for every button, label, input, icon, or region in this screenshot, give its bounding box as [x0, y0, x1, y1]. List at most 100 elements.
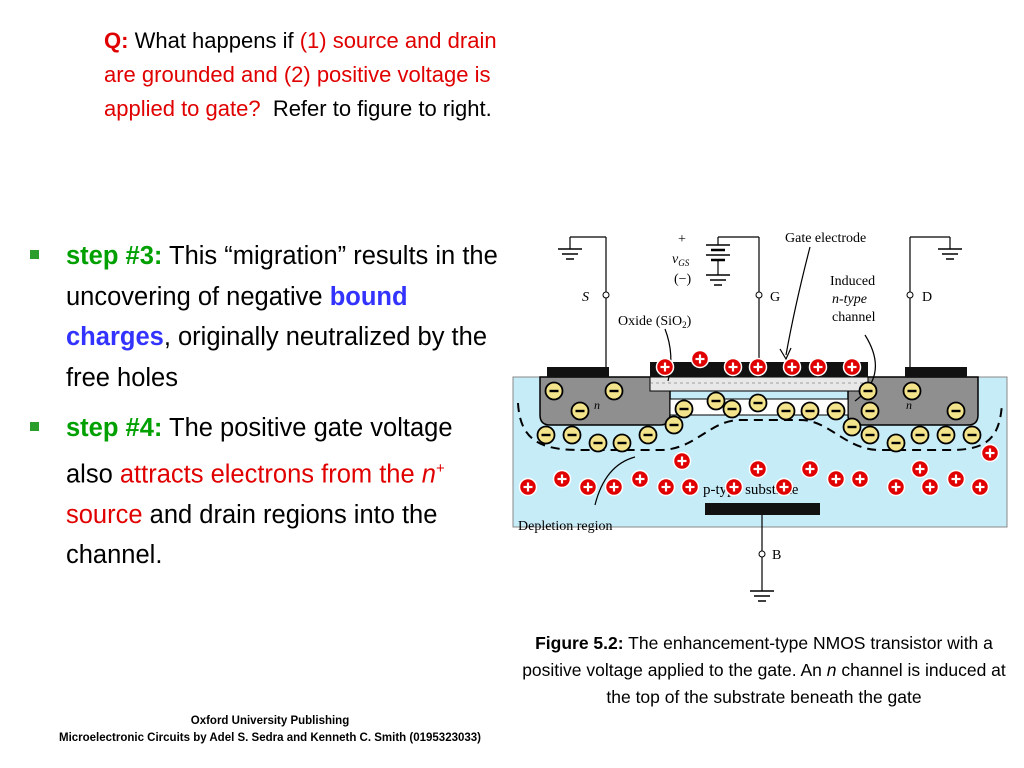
footer-publisher: Oxford University Publishing — [190, 715, 350, 727]
negative-charge-icon — [706, 391, 726, 411]
depletion-arrow — [594, 456, 636, 506]
positive-charge-icon — [826, 469, 846, 489]
negative-charge-icon — [860, 401, 880, 421]
positive-charge-icon — [552, 469, 572, 489]
negative-charge-icon — [604, 381, 624, 401]
oxide-layer — [649, 376, 869, 392]
positive-charge-icon — [774, 477, 794, 497]
positive-charge-icon — [724, 477, 744, 497]
caption-text-a: The enhancement-type NMOS transistor wit… — [522, 633, 993, 680]
step-4-highlight-n: n — [421, 460, 436, 488]
positive-charge-icon — [850, 469, 870, 489]
source-terminal — [602, 291, 610, 299]
induced-label-1: Induced — [830, 274, 875, 289]
source-ground-icon — [558, 248, 582, 260]
negative-charge-icon — [562, 425, 582, 445]
caption-text-b: channel is induced at the top of the sub… — [606, 660, 1006, 707]
positive-charge-icon — [842, 357, 862, 377]
gate-electrode-label: Gate electrode — [785, 231, 866, 246]
positive-charge-icon — [655, 357, 675, 377]
drain-contact — [905, 367, 967, 377]
caption-label: Figure 5.2: — [535, 633, 624, 653]
positive-charge-icon — [808, 357, 828, 377]
drain-terminal-label: D — [922, 290, 932, 305]
bound-charges-term: bound charges — [66, 282, 408, 352]
positive-charge-icon — [748, 357, 768, 377]
negative-charge-icon — [800, 401, 820, 421]
positive-charge-icon — [970, 477, 990, 497]
bullet-step-4: step #4: The positive gate voltage also … — [30, 408, 500, 576]
induced-label-2: n-type — [832, 292, 867, 307]
figure-caption: Figure 5.2: The enhancement-type NMOS tr… — [518, 630, 1010, 711]
positive-charge-icon — [800, 459, 820, 479]
negative-charge-icon — [902, 381, 922, 401]
step-4-text-a: The positive gate voltage also — [66, 414, 453, 488]
oxide-label: Oxide (SiO2) — [618, 314, 692, 330]
step-3-text-b: , originally neutralized by the free hol… — [66, 323, 487, 392]
question-block: Q: What happens if (1) source and drain … — [104, 24, 504, 126]
positive-charge-icon — [604, 477, 624, 497]
negative-charge-icon — [612, 433, 632, 453]
gate-terminal-label: G — [770, 290, 780, 305]
body-terminal — [758, 550, 766, 558]
negative-charge-icon — [536, 425, 556, 445]
negative-charge-icon — [860, 425, 880, 445]
positive-charge-icon — [630, 469, 650, 489]
step-3-label: step #3: — [66, 242, 163, 270]
negative-charge-icon — [910, 425, 930, 445]
positive-charge-icon — [723, 357, 743, 377]
step-4-highlight-b: source — [66, 500, 143, 529]
positive-charge-icon — [980, 443, 1000, 463]
negative-charge-icon — [638, 425, 658, 445]
source-contact — [547, 367, 609, 377]
footer-book: Microelectronic Circuits by Adel S. Sedr… — [58, 732, 481, 744]
nmos-figure: Gate electrode + vGS (−) Induced n-type … — [512, 231, 1008, 602]
negative-charge-icon — [748, 393, 768, 413]
drain-terminal — [906, 291, 914, 299]
negative-charge-icon — [842, 417, 862, 437]
step-4-label: step #4: — [66, 414, 163, 442]
vgs-label: vGS — [672, 252, 690, 268]
step-4-highlight-sup: + — [435, 459, 445, 477]
gate-terminal — [755, 291, 763, 299]
question-highlight: (1) source and drain are grounded and (2… — [104, 28, 497, 121]
step-3-text-a: This “migration” results in the uncoveri… — [66, 242, 498, 311]
negative-charge-icon — [776, 401, 796, 421]
negative-charge-icon — [826, 401, 846, 421]
step-4-text-b: and drain regions into the channel. — [66, 500, 438, 570]
bullet-step-3: step #3: This “migration” results in the… — [30, 236, 500, 398]
depletion-label: Depletion region — [518, 519, 612, 534]
oxide-arrow — [664, 328, 672, 382]
depletion-boundary — [517, 402, 1003, 451]
question-outro: Refer to figure to right. — [272, 96, 492, 121]
source-n-label: n — [594, 398, 600, 412]
negative-charge-icon — [544, 381, 564, 401]
negative-charge-icon — [936, 425, 956, 445]
negative-charge-icon — [722, 399, 742, 419]
gate-electrode-arrow — [785, 246, 811, 356]
negative-charge-icon — [962, 425, 982, 445]
positive-charge-icon — [910, 459, 930, 479]
negative-charge-icon — [858, 381, 878, 401]
negative-charge-icon — [946, 401, 966, 421]
bullet-square-icon — [30, 422, 39, 431]
bullet-list: step #3: This “migration” results in the… — [30, 236, 500, 586]
minus-label: (−) — [674, 272, 692, 287]
plus-label: + — [678, 232, 686, 247]
positive-charge-icon — [782, 357, 802, 377]
positive-charge-icon — [690, 349, 710, 369]
drain-ground-icon — [938, 248, 962, 260]
gate-electrode-arrowhead — [779, 347, 792, 361]
gate-ground-icon — [706, 274, 730, 286]
positive-charge-icon — [886, 477, 906, 497]
body-ground-icon — [750, 590, 774, 602]
negative-charge-icon — [588, 433, 608, 453]
question-label: Q: — [104, 28, 129, 53]
bullet-square-icon — [30, 250, 39, 259]
footer-credit: Oxford University Publishing Microelectr… — [0, 713, 540, 747]
negative-charge-icon — [664, 415, 684, 435]
positive-charge-icon — [920, 477, 940, 497]
induced-label-3: channel — [832, 310, 876, 325]
source-terminal-label: S — [582, 290, 589, 305]
positive-charge-icon — [518, 477, 538, 497]
